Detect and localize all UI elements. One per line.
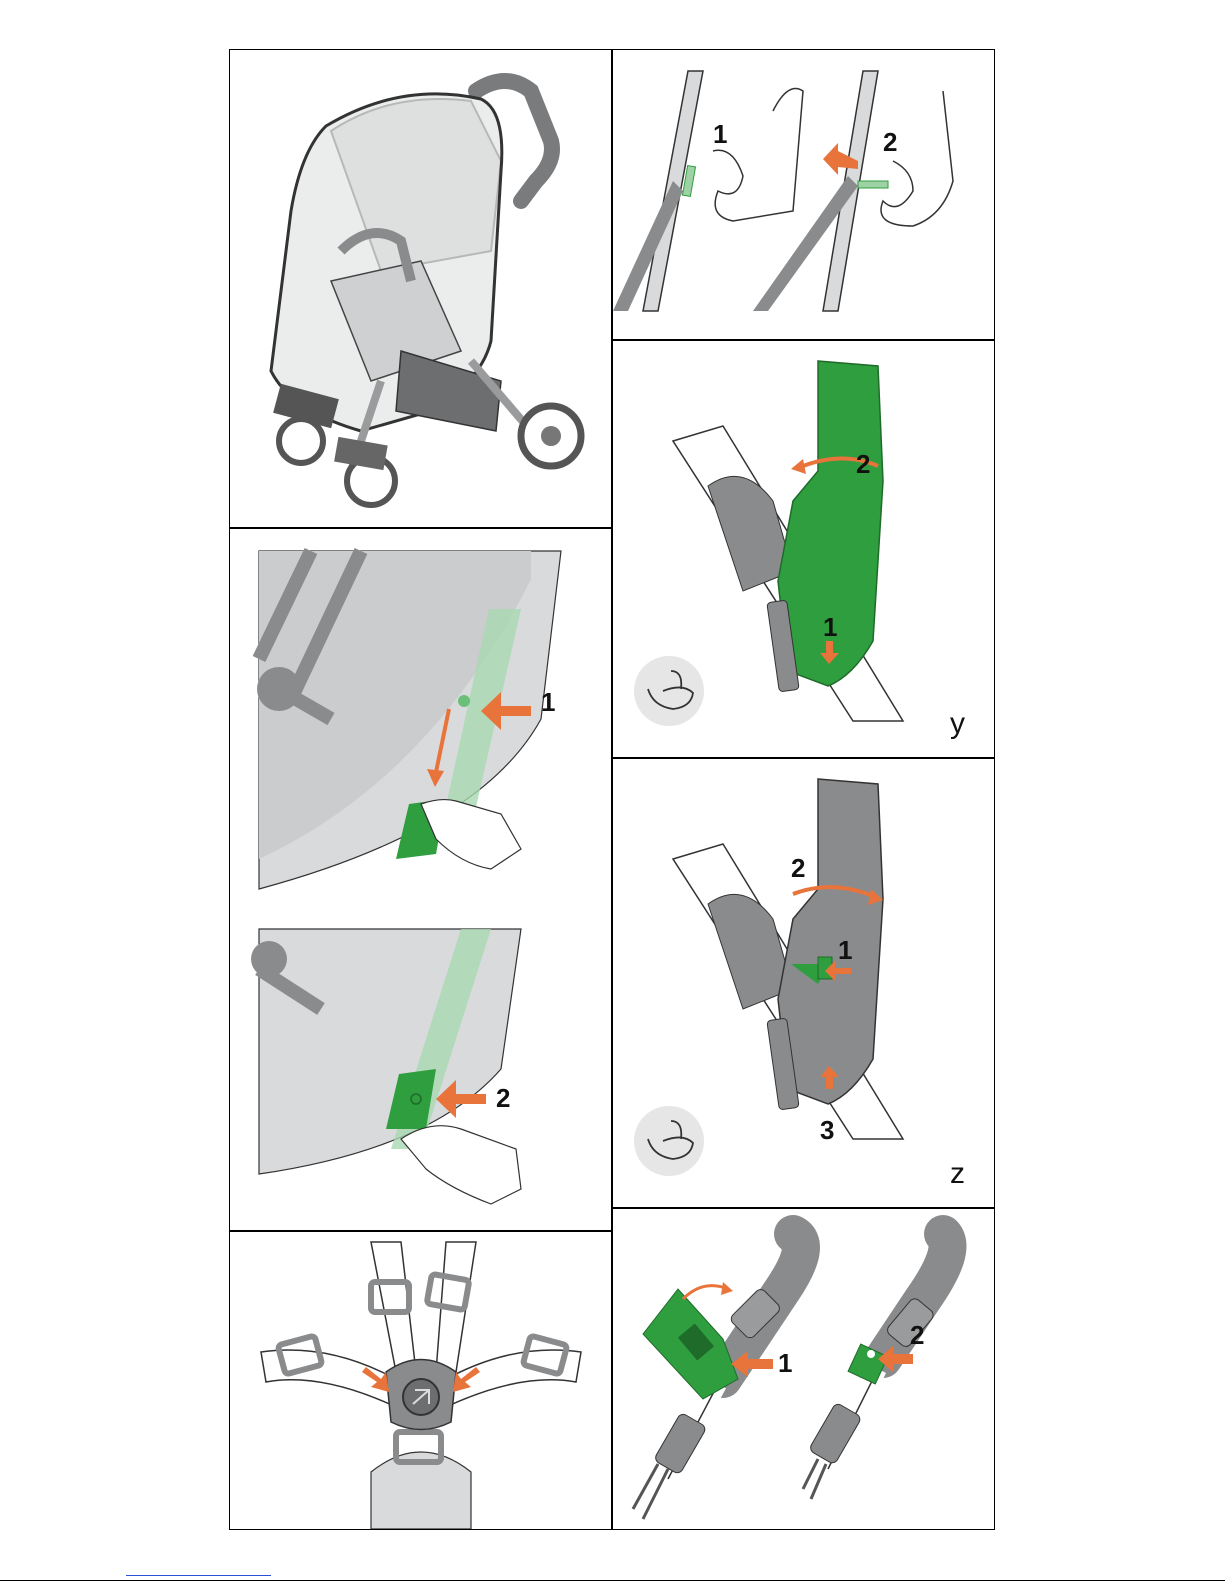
footer-link-underline[interactable]: [126, 1575, 271, 1576]
panel-fabric-tab: 1 2: [231, 529, 610, 1229]
hand-icon: [881, 91, 953, 226]
infant-car-seat-icon: [634, 656, 704, 726]
panel-adapter-z: 2 1 3 z: [613, 759, 994, 1206]
step-label-1: 1: [838, 935, 852, 965]
step-label-3: 3: [820, 1115, 834, 1145]
step-label-1: 1: [823, 612, 837, 642]
step-label-2: 2: [856, 449, 870, 479]
step-label-2: 2: [910, 1320, 924, 1350]
hand-icon: [401, 1126, 521, 1204]
step-label-2: 2: [791, 853, 805, 883]
step-label-1: 1: [713, 119, 727, 149]
step-label-1: 1: [778, 1348, 792, 1378]
hand-icon: [421, 800, 521, 869]
page-footer-line: [0, 1580, 1225, 1581]
hand-icon: [713, 89, 803, 222]
panel-adapter-y: 2 1 y: [613, 341, 994, 756]
panel-frame-label: 1 2: [613, 1209, 994, 1529]
step-label-2: 2: [883, 127, 897, 157]
step-label-2: 2: [496, 1083, 510, 1113]
variant-letter: z: [950, 1157, 965, 1190]
stroller-rain-cover-icon: [231, 51, 610, 526]
panel-harness-buckle: [231, 1232, 610, 1529]
panel-strap-release: 1 2: [613, 51, 994, 338]
panel-stroller-rain-cover: [231, 51, 610, 526]
step-label-1: 1: [541, 687, 555, 717]
variant-letter: y: [950, 707, 965, 740]
infant-car-seat-icon: [634, 1106, 704, 1176]
